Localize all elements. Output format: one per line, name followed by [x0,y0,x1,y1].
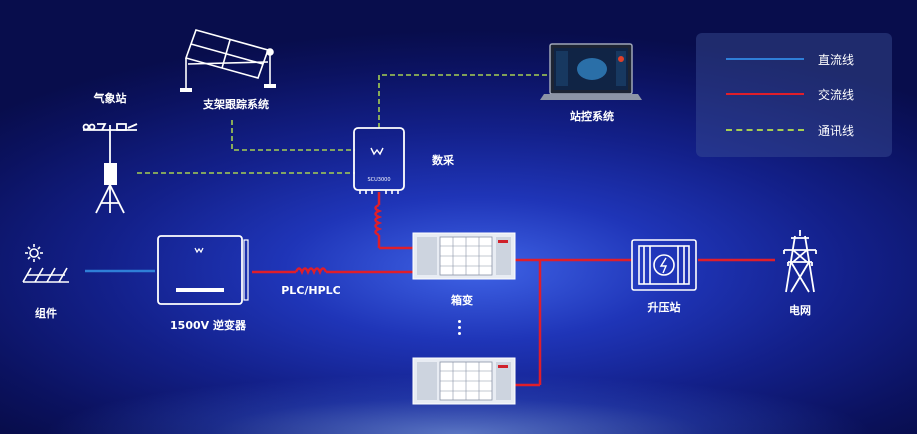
pv-module-icon [22,244,69,283]
ac-coil-scu [374,203,383,237]
legend-swatch-comm [726,129,804,131]
inverter-device [157,235,249,305]
substation-icon [631,239,697,291]
legend-swatch-ac [726,93,804,95]
legend-swatch-dc [726,58,804,60]
label-scu-model: SCU3000 [367,177,391,183]
label-inverter: 1500V 逆变器 [170,319,246,332]
comm-line-tracker [231,120,355,151]
box-transformer-1 [412,232,516,280]
comm-line-control [378,74,548,128]
label-tracker-system: 支架跟踪系统 [203,98,269,111]
box-transformer-2 [412,357,516,405]
legend-item-dc: 直流线 [696,49,892,69]
legend-item-comm: 通讯线 [696,120,892,140]
comm-lines [137,74,548,174]
legend-label-dc: 直流线 [818,53,855,67]
label-weather-station: 气象站 [93,92,127,105]
laptop-icon [540,43,642,100]
label-pv-module: 组件 [35,307,57,320]
ellipsis-dots [457,320,463,338]
legend-label-ac: 交流线 [818,88,855,102]
scu-device [353,127,405,194]
label-plc-hplc: PLC/HPLC [281,284,341,297]
label-station-control: 站控系统 [570,110,614,123]
ac-lines [252,192,775,387]
tracker-icon [180,29,276,92]
label-data-acquisition: 数采 [432,154,454,167]
label-substation: 升压站 [647,301,681,314]
legend: 直流线 交流线 通讯线 [696,33,892,157]
legend-item-ac: 交流线 [696,84,892,104]
weather-station-icon [82,123,138,214]
label-box-transformer: 箱变 [451,294,473,307]
ac-coil-plc [294,267,328,276]
legend-label-comm: 通讯线 [818,124,855,138]
grid-tower-icon [783,230,817,293]
label-grid: 电网 [789,304,811,317]
